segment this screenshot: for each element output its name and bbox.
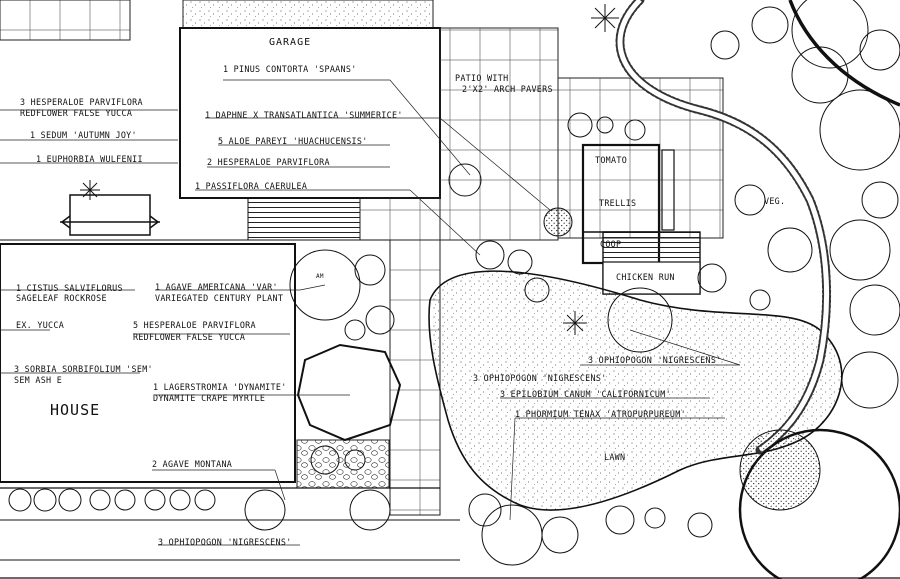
label-hesperaloe-5-2: REDFLOWER FALSE YUCCA bbox=[133, 332, 246, 342]
coop-label: COOP bbox=[600, 239, 622, 249]
label-hesperaloe-top-2: REDFLOWER FALSE YUCCA bbox=[20, 108, 133, 118]
walkway-pavers bbox=[389, 239, 441, 516]
patio-label-1: PATIO WITH bbox=[455, 73, 509, 83]
patio-label-2: 2'x2' ARCH PAVERS bbox=[462, 84, 553, 94]
tree-tag: AM bbox=[316, 273, 324, 280]
gravel-bed bbox=[296, 439, 390, 489]
leader-lines bbox=[0, 79, 741, 546]
trellis-bar bbox=[661, 149, 675, 231]
label-passiflora: 1 PASSIFLORA CAERULEA bbox=[195, 181, 308, 191]
label-ophiopogon-right: 3 OPHIOPOGON 'NIGRESCENS' bbox=[588, 355, 722, 365]
veg-label: VEG. bbox=[764, 196, 786, 206]
lawn-label: LAWN bbox=[604, 452, 626, 462]
label-sorbaria-1: 3 SORBIA SORBIFOLIUM 'SEM' bbox=[14, 364, 153, 374]
label-pinus: 1 PINUS CONTORTA 'SPAANS' bbox=[223, 64, 357, 74]
label-hesperaloe-2: 2 HESPERALOE PARVIFLORA bbox=[207, 157, 330, 167]
label-lagerstroemia-2: DYNAMITE CRAPE MYRTLE bbox=[153, 393, 266, 403]
garden-gate bbox=[69, 194, 151, 236]
label-agave-montana: 2 AGAVE MONTANA bbox=[152, 459, 233, 469]
spiky-plants bbox=[80, 4, 619, 335]
garage-label: GARAGE bbox=[269, 37, 312, 48]
label-phormium: 1 PHORMIUM TENAX 'ATROPURPUREUM' bbox=[515, 409, 686, 419]
label-daphne: 1 DAPHNE x TRANSATLANTICA 'SUMMERICE' bbox=[205, 110, 403, 120]
label-ophiopogon-mid: 3 OPHIOPOGON 'NIGRESCENS' bbox=[473, 373, 607, 383]
chicken-run-label: CHICKEN RUN bbox=[616, 272, 675, 282]
label-cistus-2: SAGELEAF ROCKROSE bbox=[16, 293, 107, 303]
label-euphorbia: 1 EUPHORBIA WULFENII bbox=[36, 154, 143, 164]
label-hesperaloe-5-1: 5 HESPERALOE PARVIFLORA bbox=[133, 320, 256, 330]
label-agave-americana-1: 1 AGAVE AMERICANA 'VAR' bbox=[155, 282, 278, 292]
label-epilobium: 3 EPILOBIUM CANUM 'CALIFORNICUM' bbox=[500, 389, 671, 399]
tomato-label: TOMATO bbox=[595, 155, 628, 165]
house-label: HOUSE bbox=[50, 401, 101, 419]
deck-pavers bbox=[359, 197, 441, 241]
trellis-label: TRELLIS bbox=[599, 198, 637, 208]
tree-canopy-right bbox=[738, 428, 900, 579]
label-aloe: 5 ALOE PAREYI 'HUACHUCENSIS' bbox=[218, 136, 368, 146]
label-sedum: 1 SEDUM 'AUTUMN JOY' bbox=[30, 130, 137, 140]
deck-boards bbox=[247, 197, 361, 241]
ex-yucca-label: EX. YUCCA bbox=[16, 320, 65, 330]
label-agave-americana-2: VARIEGATED CENTURY PLANT bbox=[155, 293, 284, 303]
top-planting-strip bbox=[182, 0, 434, 29]
boulder bbox=[296, 343, 402, 442]
patio-pavers bbox=[439, 27, 559, 241]
top-hatch-strip bbox=[0, 0, 131, 41]
planting-circles bbox=[8, 0, 900, 566]
label-hesperaloe-top-1: 3 HESPERALOE PARVIFLORA bbox=[20, 97, 143, 107]
label-cistus-1: 1 CISTUS SALVIFLORUS bbox=[16, 283, 123, 293]
label-ophiopogon-bottom: 3 OPHIOPOGON 'NIGRESCENS' bbox=[158, 537, 292, 547]
label-lagerstroemia-1: 1 LAGERSTROMIA 'DYNAMITE' bbox=[153, 382, 287, 392]
house-outline bbox=[0, 243, 296, 483]
label-sorbaria-2: SEM ASH E bbox=[14, 375, 63, 385]
